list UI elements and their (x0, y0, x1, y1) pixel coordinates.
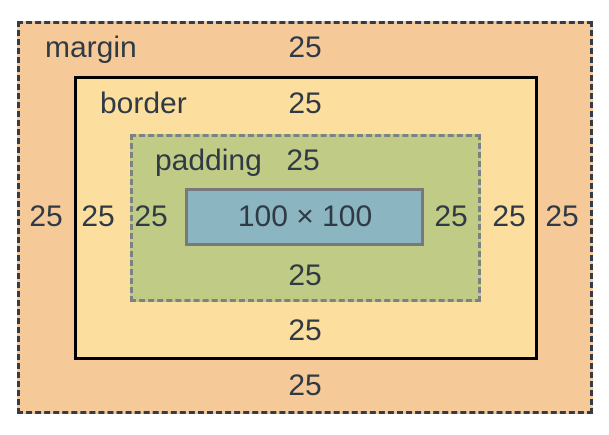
padding-top-value: 25 (286, 144, 320, 177)
border-top-value: 25 (288, 87, 322, 120)
content-size-label: 100 × 100 (237, 200, 373, 233)
margin-top-value: 25 (288, 31, 322, 64)
margin-layer (17, 21, 593, 414)
border-bottom-value: 25 (288, 314, 322, 347)
margin-left-value: 25 (29, 200, 63, 233)
margin-bottom-value: 25 (288, 369, 322, 402)
padding-right-value: 25 (434, 200, 468, 233)
border-layer (74, 76, 538, 360)
border-left-value: 25 (81, 200, 115, 233)
padding-bottom-value: 25 (288, 259, 322, 292)
content-layer (185, 188, 424, 246)
padding-label: padding (155, 144, 262, 177)
margin-right-value: 25 (545, 200, 579, 233)
margin-label: margin (45, 31, 137, 64)
padding-left-value: 25 (134, 200, 168, 233)
border-label: border (100, 87, 187, 120)
border-right-value: 25 (492, 200, 526, 233)
padding-layer (130, 134, 481, 302)
